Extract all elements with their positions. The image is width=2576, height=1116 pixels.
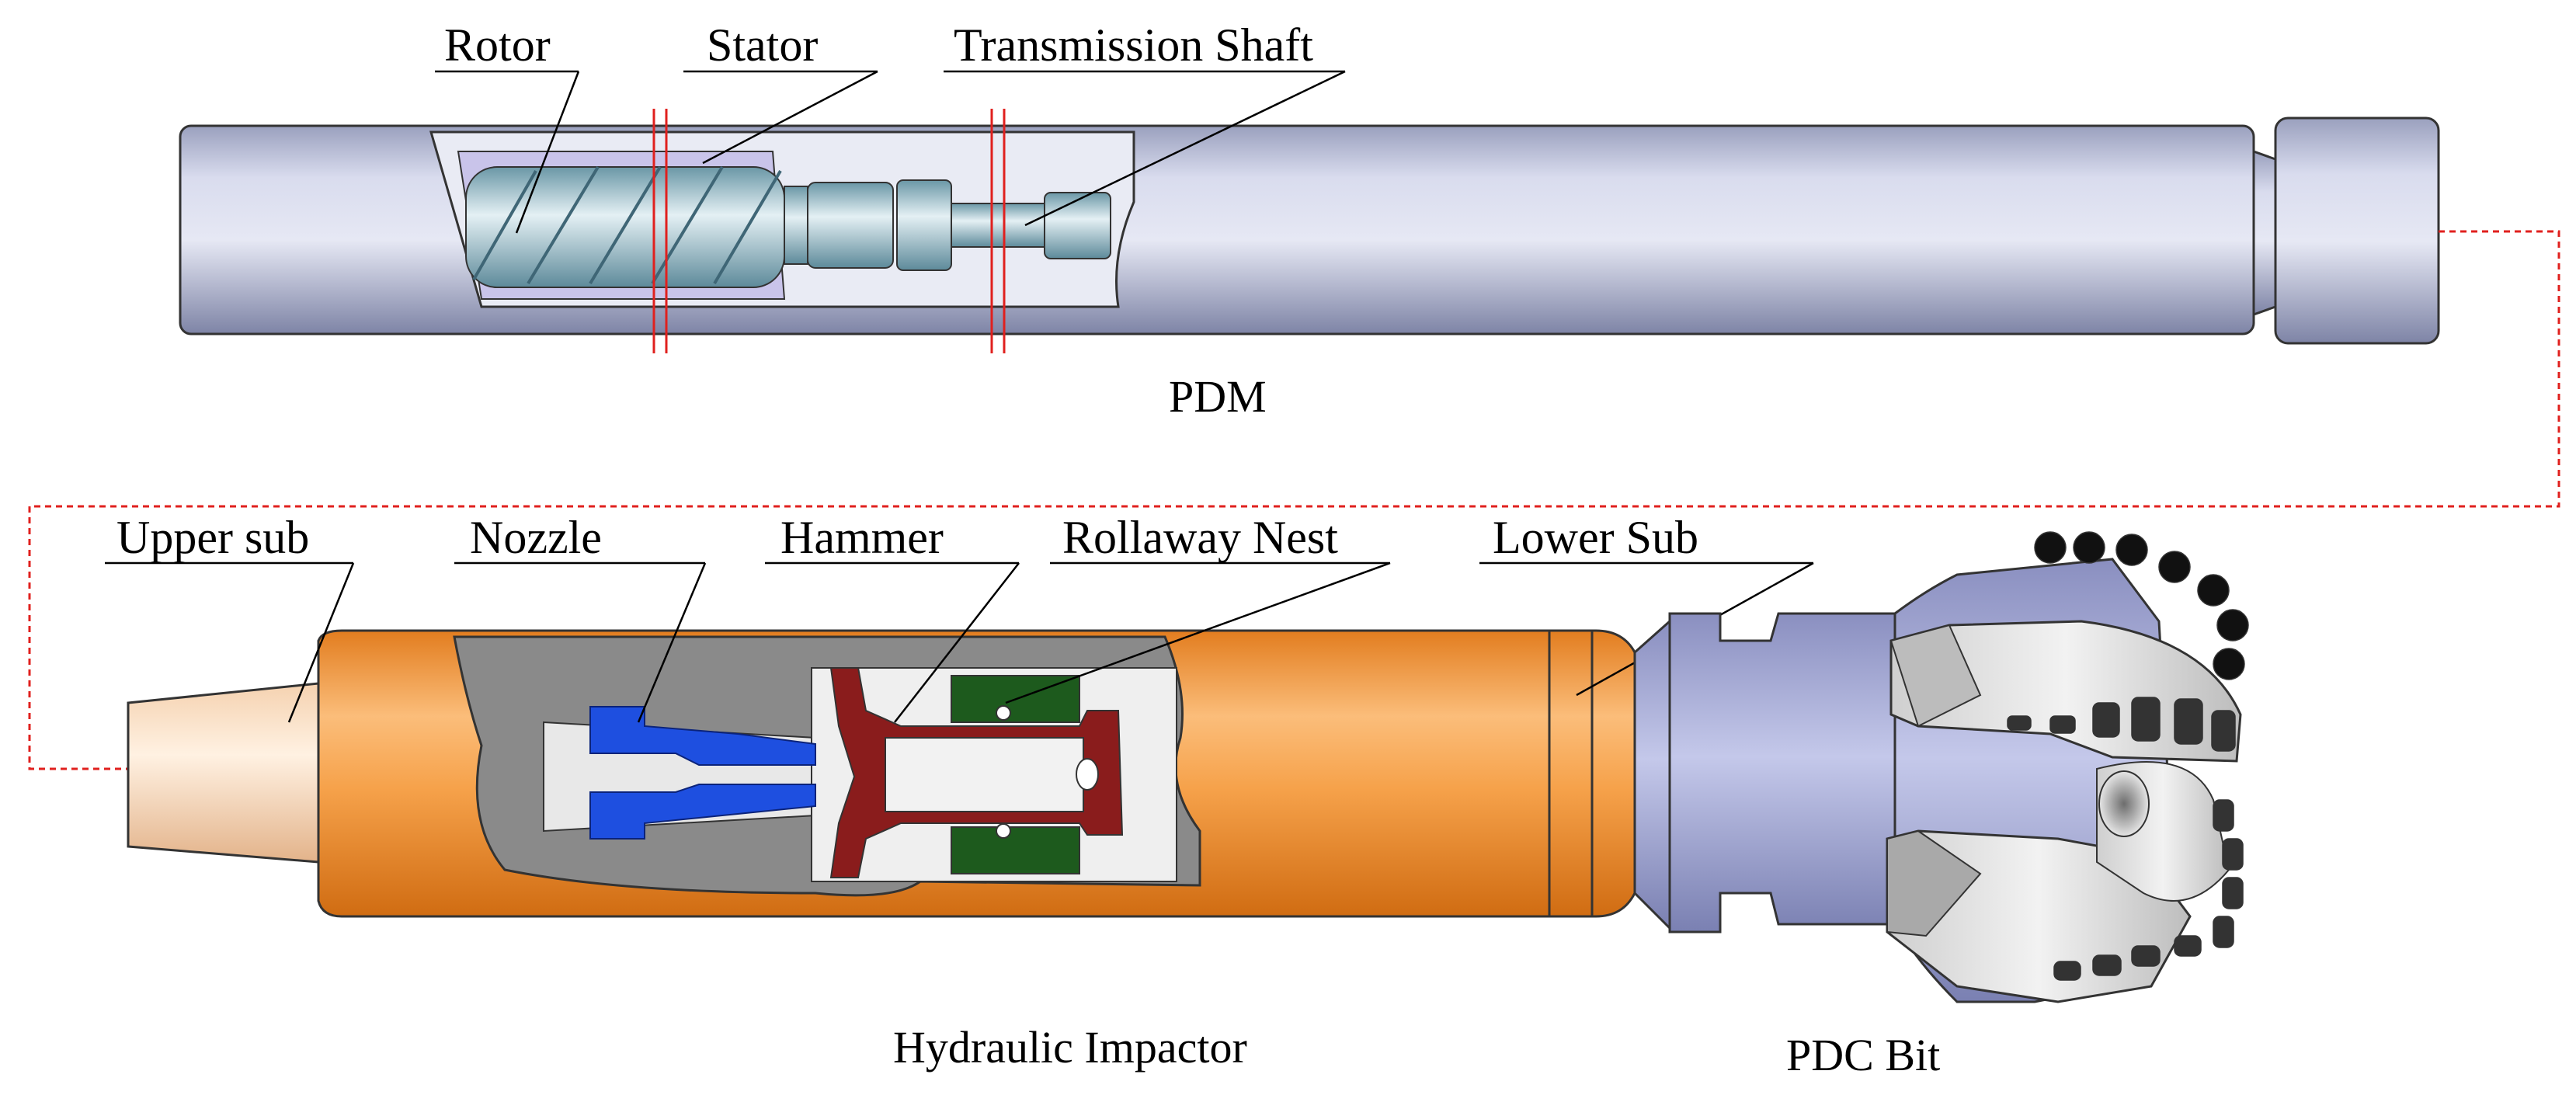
connector-line (28, 230, 2560, 770)
bit-nozzle-hole (2098, 770, 2150, 837)
label-stator: Stator (683, 19, 878, 165)
pdc-bit-assembly: PDC Bit (1633, 531, 2249, 1080)
pdm-assembly: Rotor Stator Transmission Shaft PDM (179, 19, 2440, 422)
label-hammer: Hammer (765, 512, 1020, 723)
rotor (465, 165, 785, 288)
svg-text:Lower Sub: Lower Sub (1493, 512, 1698, 563)
upper-sub (127, 682, 320, 864)
svg-text:Transmission Shaft: Transmission Shaft (954, 19, 1313, 71)
transmission-shaft-part (784, 179, 1111, 271)
label-transmission-shaft: Transmission Shaft (944, 19, 1346, 227)
pdm-neck (2252, 149, 2277, 317)
caption-pdc-bit: PDC Bit (1786, 1030, 1940, 1080)
svg-text:Nozzle: Nozzle (470, 512, 602, 563)
nozzle-part-lower (589, 784, 816, 840)
nozzle-part (589, 706, 816, 766)
svg-text:Hammer: Hammer (780, 512, 944, 563)
svg-text:Rotor: Rotor (444, 19, 551, 71)
caption-pdm: PDM (1169, 371, 1267, 422)
svg-text:Stator: Stator (707, 19, 818, 71)
hydraulic-impactor-assembly: Upper sub Nozzle Hammer Rollaway Nest Lo… (105, 512, 1814, 1073)
pdc-cutters (2007, 531, 2249, 981)
label-upper-sub: Upper sub (105, 512, 355, 723)
svg-text:Rollaway Nest: Rollaway Nest (1062, 512, 1338, 563)
label-rollaway-nest: Rollaway Nest (1005, 512, 1391, 704)
caption-hydraulic-impactor: Hydraulic Impactor (893, 1022, 1247, 1073)
bit-body (1668, 612, 1896, 933)
label-lower-sub: Lower Sub (1479, 512, 1814, 697)
pdm-section-marks (652, 109, 1006, 353)
label-rotor: Rotor (435, 19, 580, 234)
svg-text:Upper sub: Upper sub (116, 512, 309, 563)
label-nozzle: Nozzle (454, 512, 707, 723)
pdm-box-end (2274, 116, 2440, 345)
rollaway-nest-lower (951, 826, 1080, 874)
